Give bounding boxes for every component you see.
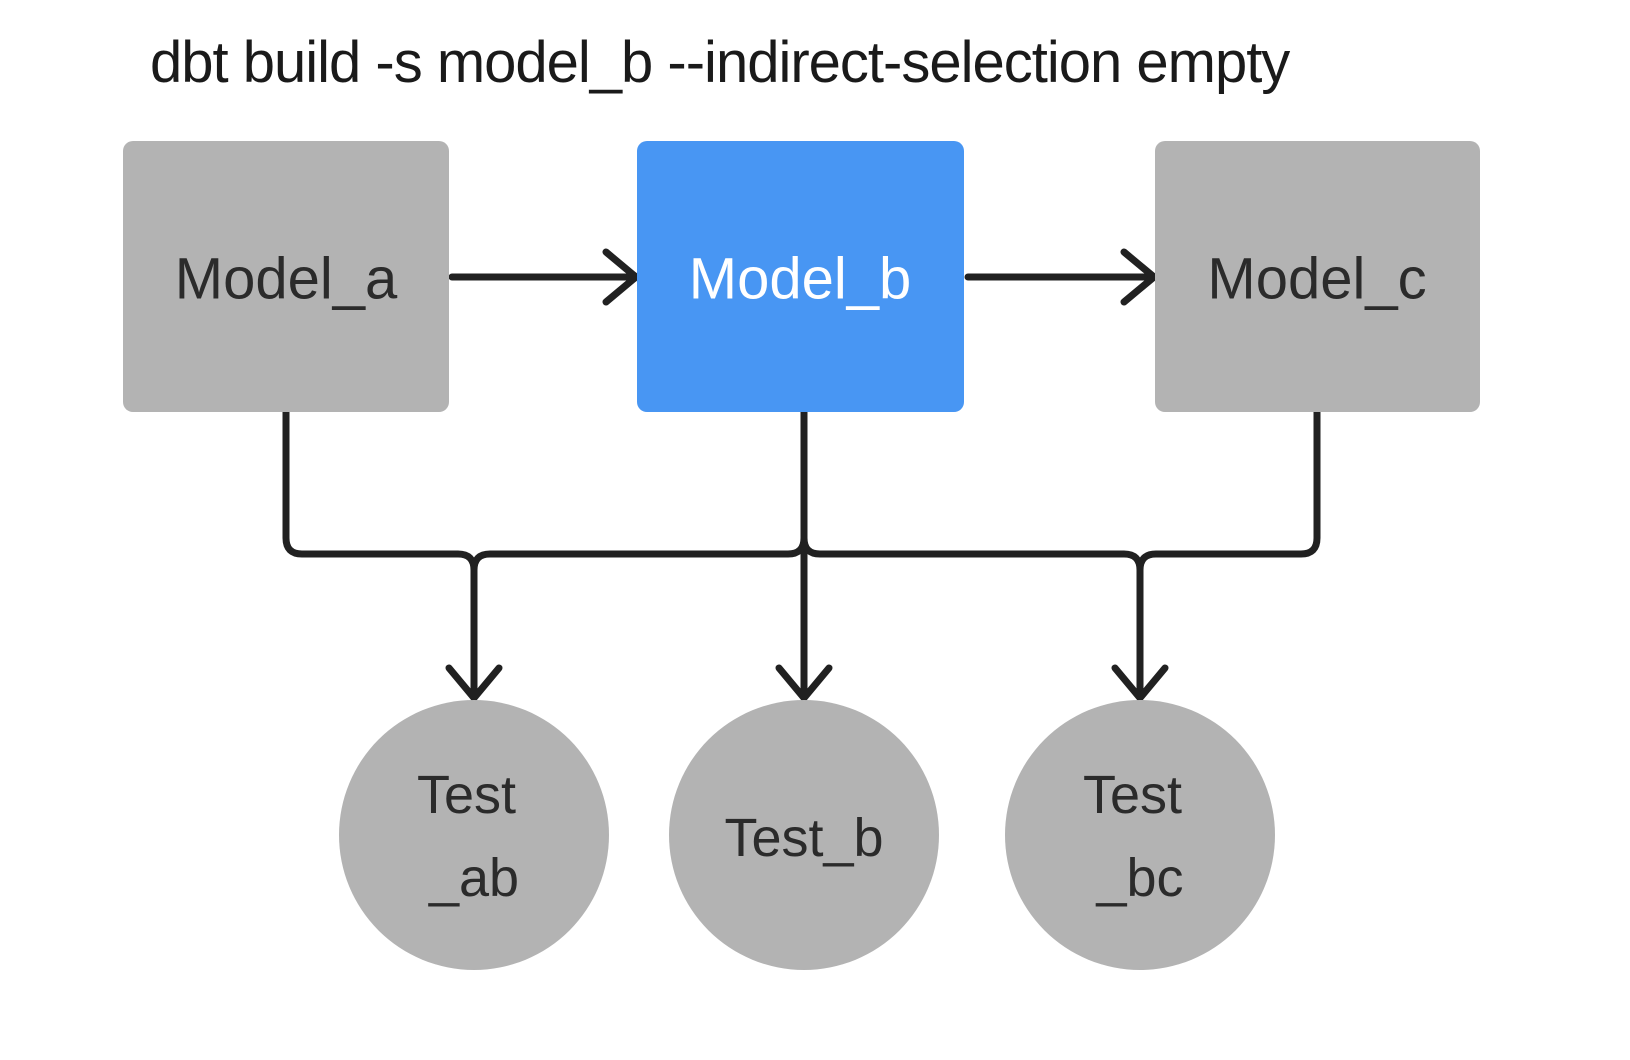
edge-model-b-test-ab	[470, 408, 808, 698]
node-model-b-label: Model_b	[689, 247, 911, 312]
node-test-ab: Test _ab	[339, 700, 609, 970]
arrowhead-test-ab-icon	[445, 664, 503, 702]
node-test-b-label: Test_b	[724, 808, 883, 868]
arrowhead-model-a-model-b-icon	[602, 248, 640, 306]
node-model-c-box	[1155, 141, 1480, 412]
node-model-b: Model_b	[637, 141, 964, 412]
command-title: dbt build -s model_b --indirect-selectio…	[150, 30, 1290, 95]
node-model-b-box	[637, 141, 964, 412]
edge-model-c-test-bc	[1136, 408, 1321, 698]
arrowhead-test-bc-icon	[1111, 664, 1169, 702]
node-model-a-box	[123, 141, 449, 412]
node-test-bc: Test _bc	[1005, 700, 1275, 970]
node-test-bc-label: Test _bc	[1083, 765, 1197, 908]
node-model-c-label: Model_c	[1207, 247, 1426, 312]
node-model-c: Model_c	[1155, 141, 1480, 412]
arrowhead-model-b-model-c-icon	[1120, 248, 1158, 306]
edge-model-b-test-bc	[800, 408, 1144, 698]
edge-group	[282, 248, 1321, 702]
node-test-ab-circle	[339, 700, 609, 970]
node-test-bc-circle	[1005, 700, 1275, 970]
node-test-b: Test_b	[669, 700, 939, 970]
node-test-ab-label: Test _ab	[417, 765, 531, 908]
node-model-a-label: Model_a	[175, 247, 398, 312]
node-test-b-circle	[669, 700, 939, 970]
edge-model-a-test-ab	[282, 408, 478, 698]
arrowhead-test-b-icon	[775, 664, 833, 702]
node-model-a: Model_a	[123, 141, 449, 412]
